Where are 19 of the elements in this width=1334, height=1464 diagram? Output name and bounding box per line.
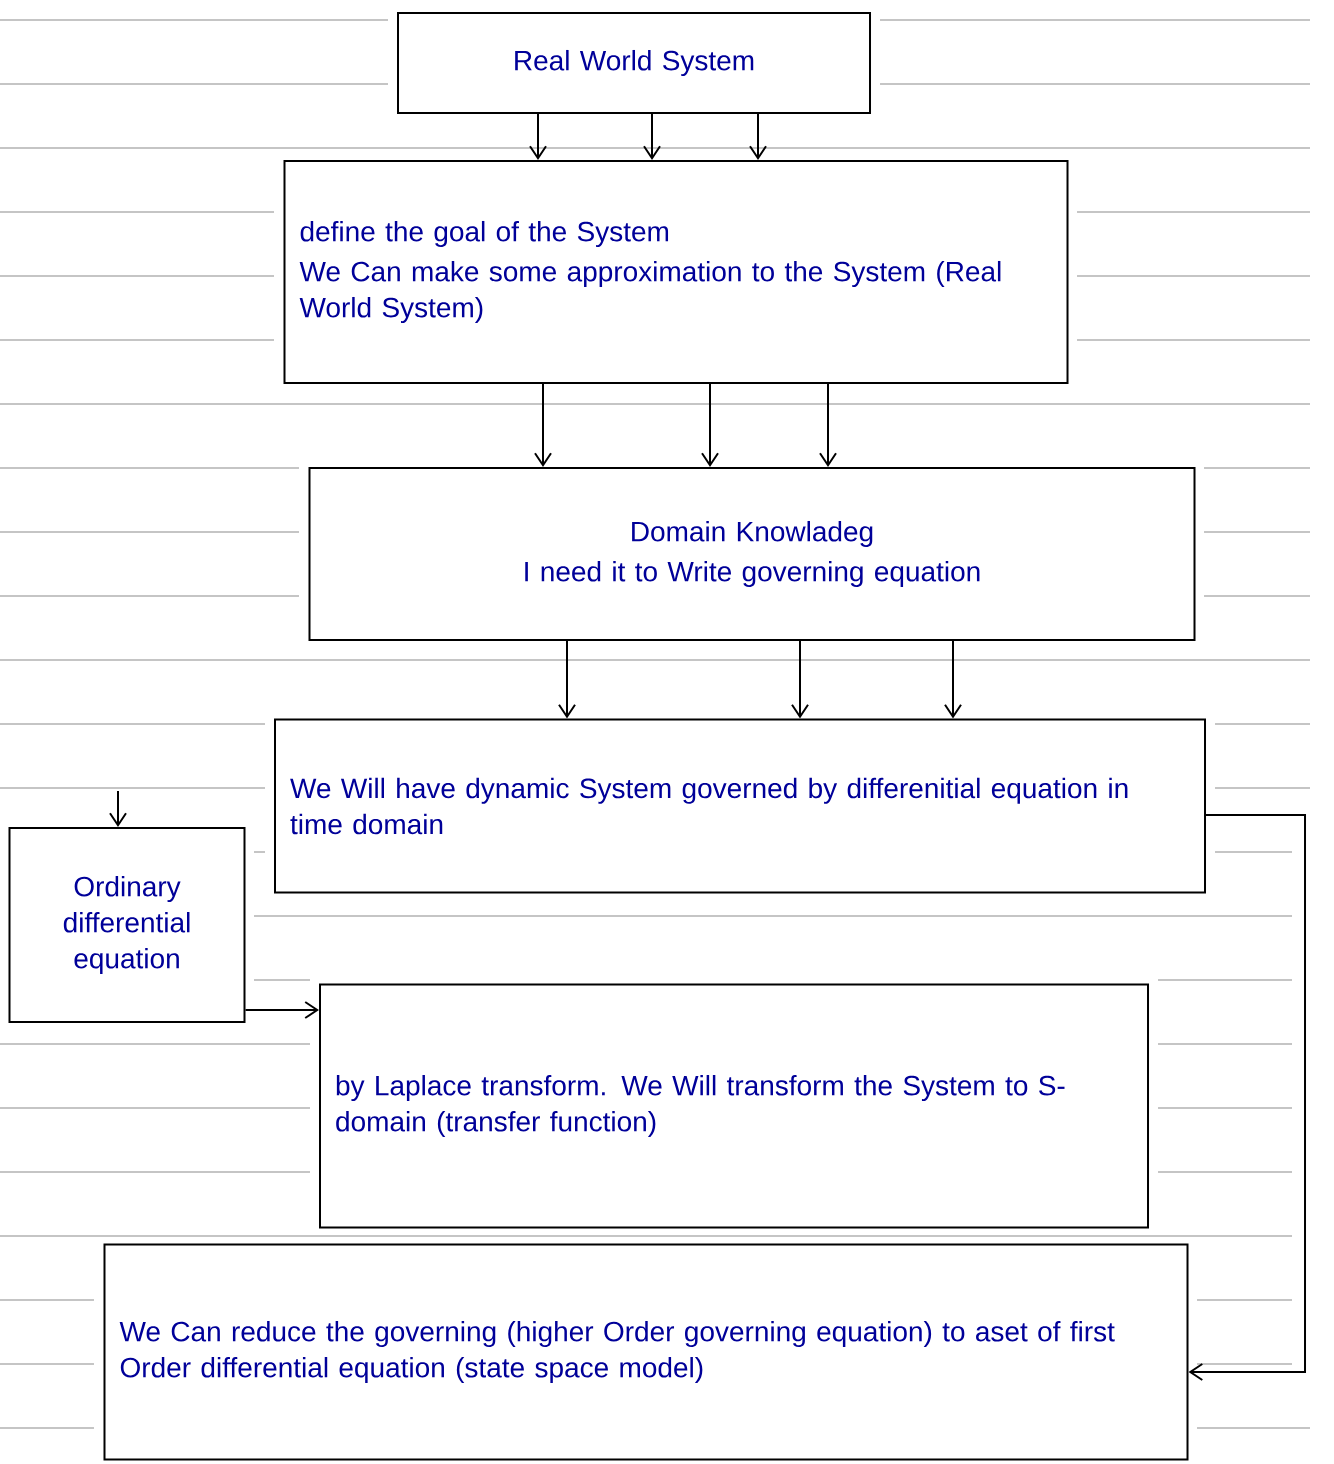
arrow [244, 1001, 319, 1019]
process-box: Real World System [397, 12, 871, 114]
process-box: We Can reduce the governing (higher Order governing equation) to aset of first Order differential equation (state space model) [103, 1243, 1189, 1461]
arrow [749, 113, 767, 160]
process-box: Domain Knowladeg I need it to Write governing equation [308, 467, 1196, 641]
process-box: define the goal of the System We Can make some approximation to the System (Real World System) [283, 160, 1069, 384]
process-box: Ordinary differential equation [8, 827, 246, 1023]
arrow [534, 383, 552, 467]
arrow [1188, 814, 1306, 1381]
arrow [791, 640, 809, 719]
arrow [529, 113, 547, 160]
process-box: by Laplace transform. We Will transform the System to S-domain (transfer function) [319, 983, 1149, 1229]
arrow [819, 383, 837, 467]
arrow [109, 790, 127, 827]
process-box: We Will have dynamic System governed by differenitial equation in time domain [274, 718, 1206, 894]
arrow [701, 383, 719, 467]
arrow [643, 113, 661, 160]
arrow [558, 640, 576, 719]
arrow [944, 640, 962, 719]
